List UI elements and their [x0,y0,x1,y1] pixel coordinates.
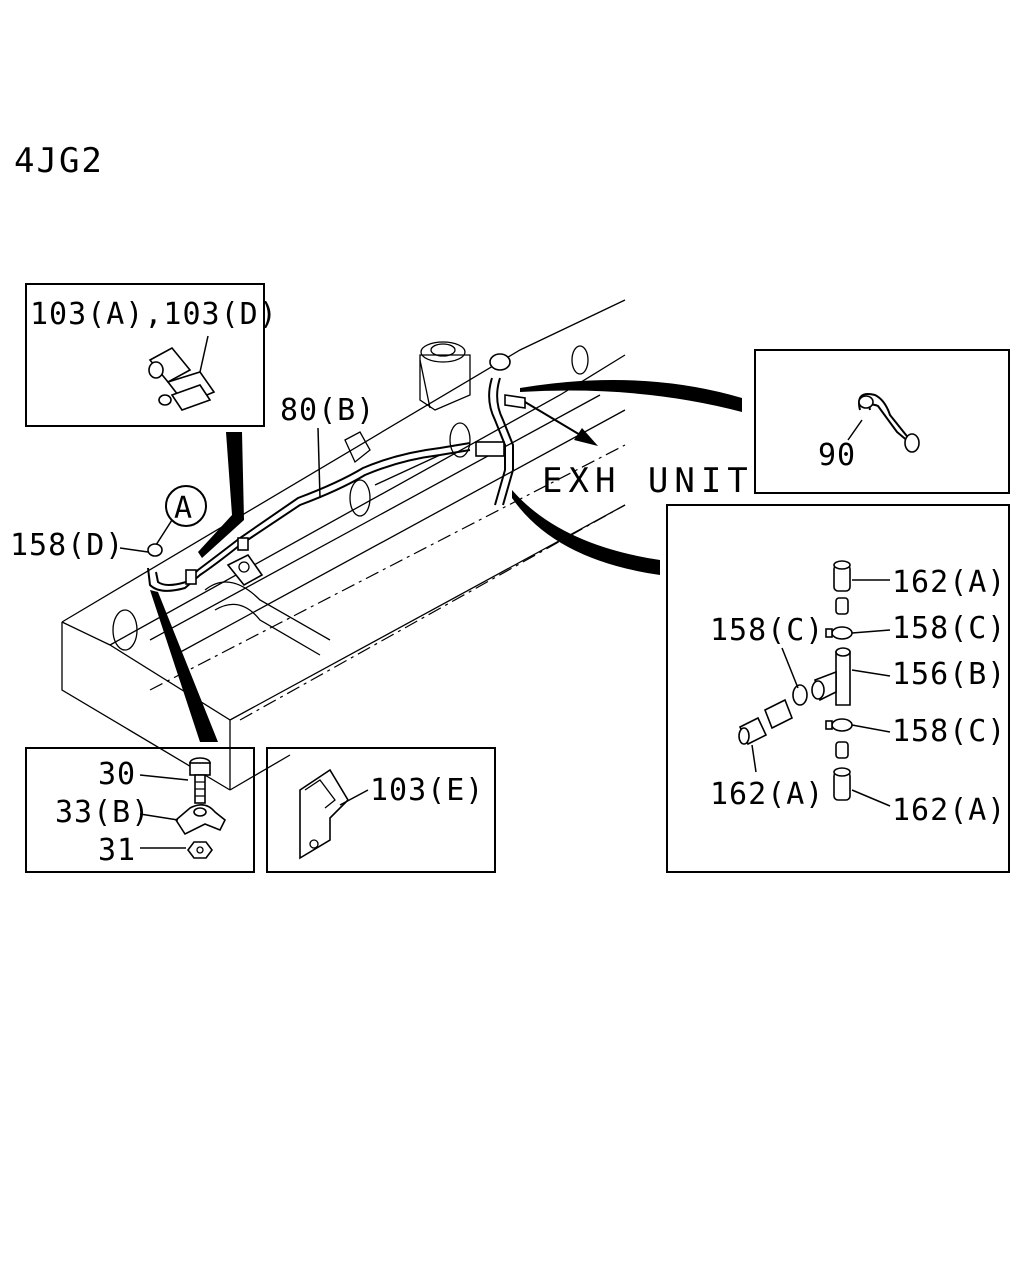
label-hose-162a-top: 162(A) [892,565,1006,600]
label-pipe-80b: 80(B) [280,393,375,428]
label-hose-162a-bottom: 162(A) [892,793,1006,828]
label-tee-156b: 156(B) [892,657,1006,692]
label-hose-90: 90 [818,438,856,473]
inset-box-tee-assembly: 162(A) 158(C) 158(C) 156(B) 158(C) 162(A… [666,504,1010,873]
inset-box-bolt-clip-nut: 30 33(B) 31 [25,747,255,873]
exh-unit-annotation: EXH UNIT [542,461,754,501]
pipe-80b-drawing [147,353,598,592]
callout-marker-a: A [147,485,207,557]
label-clip-33b: 33(B) [55,795,150,830]
chassis-frame-drawing [61,299,626,791]
label-clamp-158c-bottom: 158(C) [892,714,1006,749]
label-bracket-103e: 103(E) [370,773,484,808]
leader-wedge-hose [520,380,742,412]
leader-wedge-bolt [150,590,218,742]
label-clamp-158c-left: 158(C) [710,613,824,648]
label-clamp-158c-top: 158(C) [892,611,1006,646]
label-clamp-158d: 158(D) [10,528,124,563]
inset-box-bracket-103e: 103(E) [266,747,496,873]
label-bolt-30: 30 [98,757,136,792]
leader-wedge-clip [198,432,244,558]
leader-wedge-tee [512,490,660,575]
inset-box-clip-103a-103d: 103(A),103(D) [25,283,278,427]
label-clip-103a-103d: 103(A),103(D) [30,297,278,332]
callout-marker-label: A [174,491,193,526]
model-code-title: 4JG2 [14,141,104,181]
label-nut-31: 31 [98,833,136,868]
inset-box-hose-90: 90 [754,349,1010,494]
label-hose-162a-left: 162(A) [710,777,824,812]
